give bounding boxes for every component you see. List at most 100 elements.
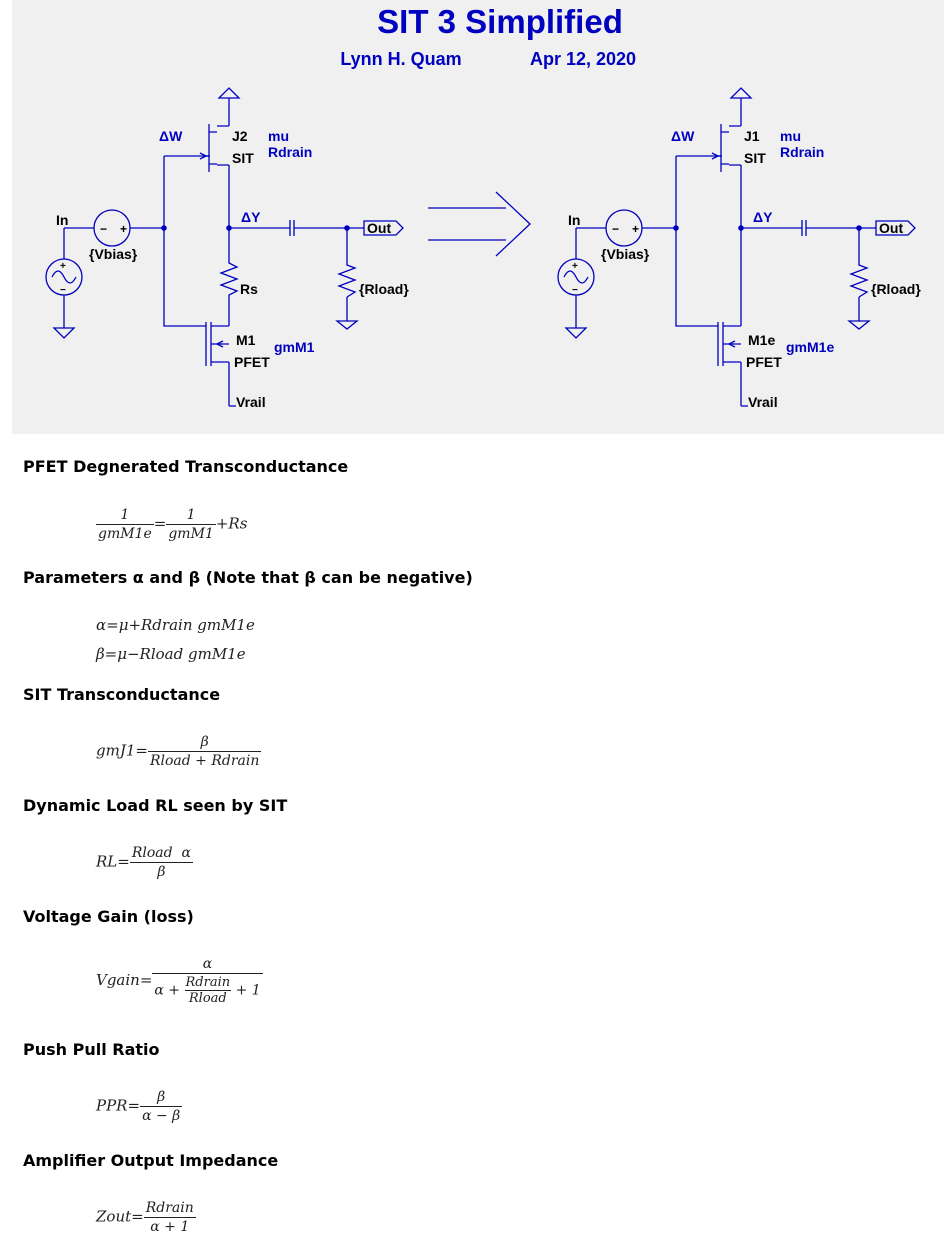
left-gm-param: gmM1: [274, 339, 315, 355]
left-vbias-label: {Vbias}: [89, 246, 138, 262]
section-heading-params: Parameters α and β (Note that β can be n…: [23, 568, 473, 587]
right-mu-param: mu: [780, 128, 801, 144]
right-sine-wave: [563, 270, 589, 284]
fraction-numerator: α: [152, 955, 263, 974]
left-pfet-arrow: [216, 340, 224, 348]
schematic-date: Apr 12, 2020: [530, 49, 636, 69]
right-jfet-model: SIT: [744, 150, 766, 166]
left-ac-plus: +: [60, 261, 66, 272]
left-delta-y-label: ΔY: [241, 209, 261, 225]
alpha-equation: α=μ+Rdrain gmM1e: [96, 616, 255, 634]
right-junction-dot: [673, 225, 679, 231]
left-in-label: In: [56, 212, 68, 228]
right-mos-name: M1e: [748, 332, 775, 348]
fraction: Rdrain α + 1: [143, 1199, 196, 1236]
schematic-diagram: SIT 3 Simplified Lynn H. Quam Apr 12, 20…: [45, 3, 921, 410]
vgain-equation: Vgain= α α + Rdrain Rload + 1: [96, 955, 263, 1007]
section-heading-dynamic-load: Dynamic Load RL seen by SIT: [23, 796, 288, 815]
fraction-numerator: β: [147, 733, 262, 752]
equation-lhs: PPR=: [96, 1096, 141, 1115]
zout-equation: Zout= Rdrain α + 1: [96, 1199, 196, 1236]
schematic-panel: SIT 3 Simplified Lynn H. Quam Apr 12, 20…: [12, 0, 944, 434]
equation-lhs: Vgain=: [96, 971, 153, 989]
sit-gm-equation: gmJ1= β Rload + Rdrain: [96, 733, 262, 770]
right-vbias-minus: −: [612, 222, 619, 236]
equation-lhs: gmJ1=: [96, 741, 148, 760]
left-gate-arrow: [199, 152, 208, 160]
section-heading-zout: Amplifier Output Impedance: [23, 1151, 279, 1170]
left-junction-dot: [161, 225, 167, 231]
left-mu-param: mu: [268, 128, 289, 144]
right-ac-plus: +: [572, 261, 578, 272]
left-delta-w-label: ΔW: [159, 128, 183, 144]
left-mos-model: PFET: [234, 354, 270, 370]
transform-arrow: [428, 191, 531, 257]
fraction: β α − β: [140, 1088, 183, 1125]
left-mos-name: M1: [236, 332, 256, 348]
right-rdrain-param: Rdrain: [780, 144, 824, 160]
fraction-denominator: gmM1: [168, 526, 214, 542]
left-circuit: ΔW J2 mu SIT Rdrain ΔY In − + {Vbias} + …: [45, 87, 409, 410]
right-gate-arrow: [711, 152, 720, 160]
right-delta-y-label: ΔY: [753, 209, 773, 225]
left-rload-resistor: [337, 260, 357, 298]
right-out-port: Out: [879, 220, 903, 236]
fraction-numerator: Rdrain: [184, 975, 232, 991]
nested-fraction: Rdrain Rload: [184, 975, 232, 1006]
fraction: 1 gmM1e: [96, 506, 154, 543]
pfet-equation: 1 gmM1e = 1 gmM1 +Rs: [96, 506, 247, 543]
left-ac-minus: −: [60, 285, 66, 296]
denominator-term: + 1: [235, 982, 261, 999]
left-jfet-name: J2: [232, 128, 248, 144]
ppr-equation: PPR= β α − β: [96, 1088, 183, 1125]
fraction-numerator: Rload α: [129, 845, 193, 863]
right-vbias-label: {Vbias}: [601, 246, 650, 262]
fraction-denominator: Rload + Rdrain: [149, 753, 260, 769]
fraction: Rload α β: [129, 844, 193, 881]
right-circuit: ΔW J1 mu SIT Rdrain ΔY In − + {Vbias} + …: [557, 87, 921, 410]
right-vbias-source: [605, 209, 643, 247]
right-vbias-plus: +: [632, 222, 639, 236]
fraction-numerator: 1: [166, 506, 216, 525]
right-vrail-label: Vrail: [748, 394, 778, 410]
fraction-denominator: β: [157, 864, 166, 880]
fraction-denominator: α − β: [142, 1108, 181, 1124]
section-heading-sit-gm: SIT Transconductance: [23, 685, 221, 704]
right-rload-resistor: [849, 260, 869, 298]
right-sit-jfet: [716, 131, 729, 165]
left-sit-jfet: [204, 131, 217, 165]
fraction-denominator: gmM1e: [98, 526, 152, 542]
left-jfet-model: SIT: [232, 150, 254, 166]
fraction-denominator: α + Rdrain Rload + 1: [152, 974, 262, 1007]
fraction-numerator: Rdrain: [143, 1200, 196, 1218]
fraction: β Rload + Rdrain: [147, 733, 262, 770]
equals-sign: =: [153, 514, 167, 533]
section-heading-pfet: PFET Degnerated Transconductance: [23, 457, 349, 476]
section-heading-vgain: Voltage Gain (loss): [23, 907, 194, 926]
right-ac-minus: −: [572, 285, 578, 296]
left-rs-resistor: [219, 258, 239, 298]
left-vrail-label: Vrail: [236, 394, 266, 410]
left-wiring: [52, 87, 404, 407]
fraction: α α + Rdrain Rload + 1: [152, 955, 263, 1007]
right-mos-model: PFET: [746, 354, 782, 370]
left-rs-label: Rs: [240, 281, 258, 297]
equation-lhs: RL=: [96, 852, 130, 871]
left-vbias-source: [93, 209, 131, 247]
denominator-term: α +: [154, 982, 181, 999]
left-junction-dot: [226, 225, 232, 231]
right-junction-dot: [738, 225, 744, 231]
fraction-numerator: 1: [96, 506, 154, 525]
beta-equation: β=μ−Rload gmM1e: [96, 645, 246, 663]
equation-lhs: Zout=: [96, 1207, 144, 1226]
fraction-denominator: α + 1: [150, 1219, 190, 1235]
right-pfet-arrow: [728, 340, 736, 348]
section-heading-ppr: Push Pull Ratio: [23, 1040, 160, 1059]
right-jfet-name: J1: [744, 128, 760, 144]
left-rload-label: {Rload}: [359, 281, 409, 297]
right-rload-label: {Rload}: [871, 281, 921, 297]
fraction-numerator: β: [140, 1088, 183, 1107]
right-in-label: In: [568, 212, 580, 228]
right-ac-source: [557, 258, 595, 296]
left-junction-dot: [344, 225, 350, 231]
